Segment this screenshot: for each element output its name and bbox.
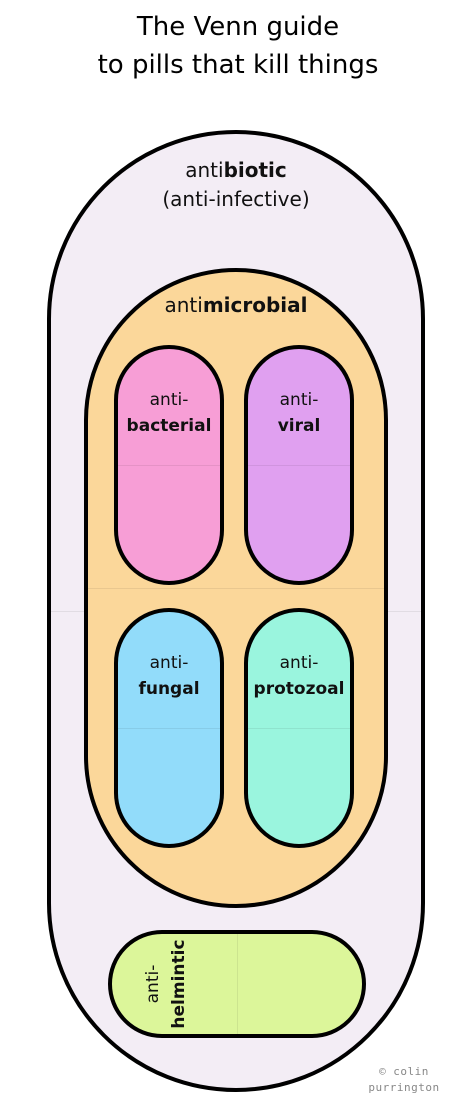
- antihelmintic-bold: helmintic: [169, 939, 189, 1029]
- antihelmintic-prefix: anti-: [143, 964, 163, 1004]
- antibiotic-bold: biotic: [223, 158, 287, 182]
- antibiotic-prefix: anti: [185, 158, 224, 182]
- antibiotic-label: antibiotic (anti-infective): [47, 156, 425, 214]
- pill-seam: [237, 934, 238, 1034]
- pill-seam: [248, 728, 350, 729]
- antifungal-pill: anti- fungal: [114, 608, 224, 848]
- antiviral-bold: viral: [277, 416, 321, 436]
- antihelmintic-label: anti- helmintic: [140, 929, 192, 1039]
- antimicrobial-prefix: anti: [164, 293, 203, 317]
- antifungal-prefix: anti-: [149, 653, 189, 673]
- antiprotozoal-pill: anti- protozoal: [244, 608, 354, 848]
- pill-seam: [248, 465, 350, 466]
- antiprotozoal-bold: protozoal: [253, 679, 345, 699]
- antimicrobial-label: antimicrobial: [84, 292, 388, 318]
- antifungal-label: anti- fungal: [118, 650, 220, 702]
- antibacterial-label: anti- bacterial: [118, 387, 220, 439]
- title-line-2: to pills that kill things: [97, 50, 379, 80]
- pill-seam: [118, 728, 220, 729]
- antibacterial-bold: bacterial: [126, 416, 212, 436]
- pill-seam: [118, 465, 220, 466]
- antifungal-bold: fungal: [138, 679, 200, 699]
- copyright-credit: © colin purrington: [340, 1064, 468, 1096]
- diagram-title: The Venn guide to pills that kill things: [0, 8, 476, 84]
- credit-line-2: purrington: [368, 1081, 440, 1094]
- antiviral-prefix: anti-: [279, 390, 319, 410]
- antiviral-label: anti- viral: [248, 387, 350, 439]
- antibiotic-subtitle: (anti-infective): [162, 187, 310, 211]
- antiprotozoal-prefix: anti-: [279, 653, 319, 673]
- antibacterial-pill: anti- bacterial: [114, 345, 224, 585]
- antibacterial-prefix: anti-: [149, 390, 189, 410]
- capsule-seam: [88, 588, 384, 589]
- antimicrobial-bold: microbial: [202, 293, 308, 317]
- antiprotozoal-label: anti- protozoal: [248, 650, 350, 702]
- antiviral-pill: anti- viral: [244, 345, 354, 585]
- title-line-1: The Venn guide: [136, 12, 340, 42]
- credit-line-1: © colin: [379, 1065, 429, 1078]
- antihelmintic-pill: anti- helmintic: [108, 930, 366, 1038]
